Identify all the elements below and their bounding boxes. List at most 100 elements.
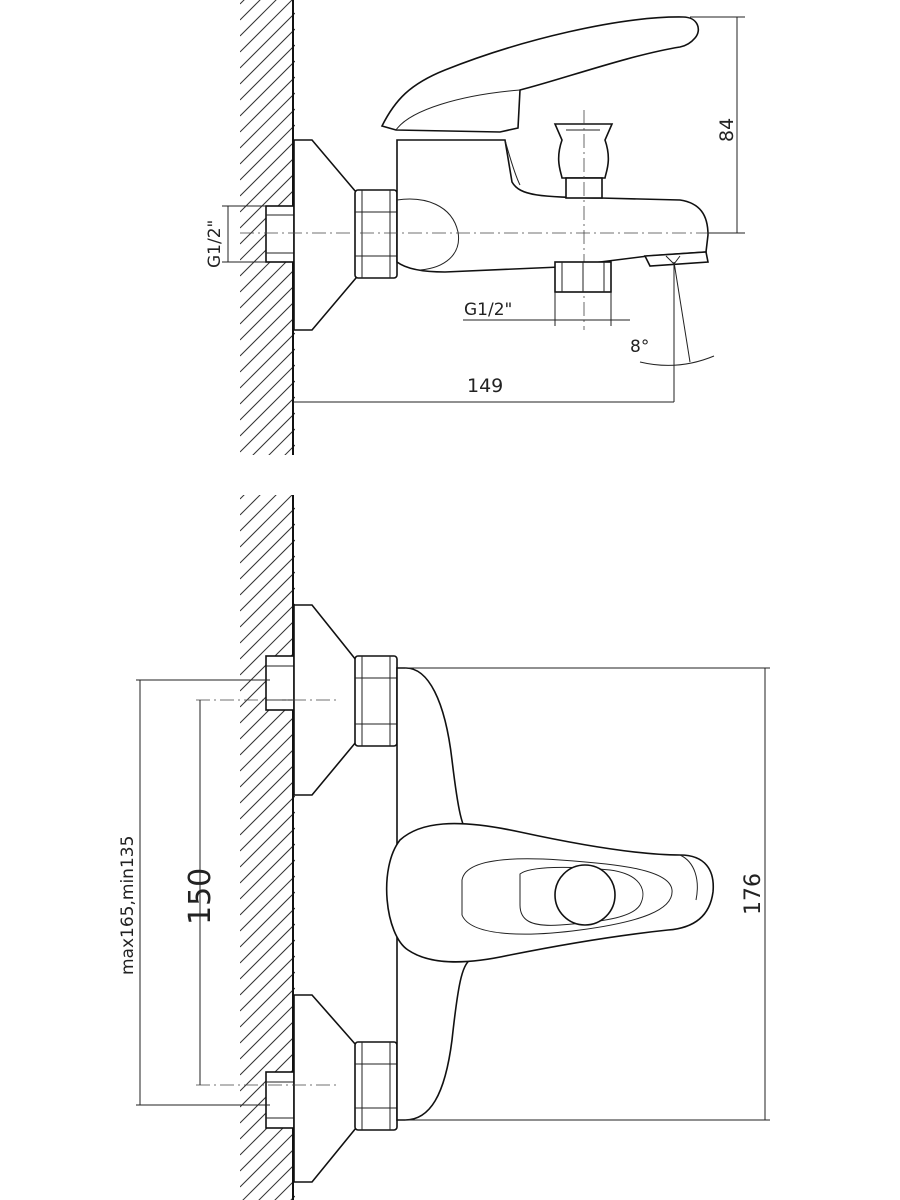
hatch-line bbox=[240, 603, 295, 660]
thread-left-label: G1/2" bbox=[205, 220, 225, 268]
dim-thread-bottom: G1/2" bbox=[463, 292, 630, 326]
hatch-line bbox=[240, 364, 295, 421]
hatch-line bbox=[274, 1179, 295, 1200]
hatch-line bbox=[240, 939, 295, 996]
hatch-line bbox=[240, 495, 245, 500]
hatch-line bbox=[240, 44, 295, 101]
hatch-line bbox=[240, 0, 245, 5]
hatch-line bbox=[284, 444, 295, 455]
outlet-nut-side bbox=[554, 261, 612, 293]
hex-nut-lower bbox=[354, 1041, 398, 1131]
diverter-knob-side bbox=[553, 110, 614, 330]
hatch-line bbox=[240, 571, 295, 628]
hatch-line bbox=[240, 284, 295, 341]
hatch-line bbox=[240, 172, 295, 229]
hatch-line bbox=[240, 891, 295, 948]
hatch-line bbox=[240, 859, 295, 916]
hatch-line bbox=[240, 971, 295, 1028]
dim-height-176: 176 bbox=[405, 667, 770, 1121]
inlet-upper bbox=[265, 604, 398, 796]
hatch-line bbox=[240, 0, 277, 37]
hatch-line bbox=[290, 1195, 295, 1200]
hatch-line bbox=[240, 412, 295, 467]
hatch-line bbox=[240, 523, 295, 580]
angle-label: 8° bbox=[630, 337, 649, 357]
hatch-line bbox=[240, 1131, 295, 1188]
hatch-line bbox=[240, 316, 295, 373]
hatch-line bbox=[240, 715, 295, 772]
hatch-line bbox=[240, 28, 295, 85]
hatch-line bbox=[240, 987, 295, 1044]
hatch-line bbox=[240, 495, 293, 548]
escutcheon-lower bbox=[293, 994, 357, 1183]
side-view: G1/2" G1/2" 84 149 8° bbox=[205, 0, 745, 455]
dim-height-84: 84 bbox=[690, 16, 745, 234]
hatch-line bbox=[240, 60, 295, 117]
hatch-line bbox=[268, 428, 295, 455]
handle-cap-circle bbox=[554, 864, 616, 926]
hatch-line bbox=[240, 843, 295, 900]
hatch-line bbox=[240, 495, 261, 516]
hatch-line bbox=[240, 907, 295, 964]
hatch-line bbox=[240, 380, 295, 437]
hatch-line bbox=[240, 92, 295, 149]
hatch-line bbox=[258, 1163, 295, 1200]
hatch-line bbox=[240, 108, 295, 165]
hatch-line bbox=[240, 300, 295, 357]
spacing-label: 150 bbox=[183, 868, 218, 925]
hatch-line bbox=[240, 747, 295, 804]
lever-handle-front bbox=[385, 822, 715, 963]
front-view: 176 150 max165,min135 bbox=[118, 380, 770, 1200]
hatch-line bbox=[240, 396, 295, 451]
height-176-label: 176 bbox=[741, 873, 766, 915]
lever-handle-side bbox=[380, 16, 700, 133]
width-label: 149 bbox=[467, 375, 503, 397]
inlet-lower bbox=[265, 994, 398, 1183]
hatch-line bbox=[240, 779, 295, 836]
hatch-line bbox=[240, 348, 295, 405]
hatch-line bbox=[240, 332, 295, 389]
dim-thread-left: G1/2" bbox=[205, 205, 266, 268]
hatch-line bbox=[240, 12, 295, 69]
dim-spacing-150: 150 bbox=[183, 700, 218, 1085]
range-label: max165,min135 bbox=[118, 836, 138, 975]
hatch-line bbox=[240, 555, 295, 612]
hatch-line bbox=[240, 587, 295, 644]
hatch-line bbox=[240, 811, 295, 868]
height-label: 84 bbox=[716, 118, 738, 142]
inlet-pipe-side bbox=[265, 205, 295, 263]
hatch-line bbox=[240, 619, 295, 676]
hatch-line bbox=[252, 412, 295, 455]
hatch-line bbox=[240, 76, 295, 133]
hatch-line bbox=[240, 495, 277, 532]
hatch-line bbox=[240, 0, 261, 21]
hatch-line bbox=[240, 140, 295, 197]
hatch-line bbox=[240, 268, 295, 325]
dim-width-149: 149 bbox=[293, 375, 674, 403]
thread-bottom-label: G1/2" bbox=[464, 300, 512, 320]
hatch-line bbox=[240, 731, 295, 788]
hex-nut-upper bbox=[354, 655, 398, 747]
hex-nut-side bbox=[354, 189, 398, 279]
hatch-line bbox=[240, 539, 295, 596]
escutcheon-side bbox=[293, 139, 357, 331]
hatch-line bbox=[240, 1003, 295, 1060]
hatch-line bbox=[240, 428, 295, 483]
dim-range: max165,min135 bbox=[118, 679, 270, 1106]
hatch-line bbox=[240, 124, 295, 181]
hatch-line bbox=[240, 1019, 295, 1076]
hatch-line bbox=[242, 1147, 295, 1200]
hatch-line bbox=[240, 827, 295, 884]
hatch-line bbox=[240, 955, 295, 1012]
hatch-line bbox=[240, 875, 295, 932]
mixer-body-side bbox=[396, 139, 709, 273]
hatch-line bbox=[240, 156, 295, 213]
hatch-line bbox=[240, 0, 293, 53]
hatch-line bbox=[240, 763, 295, 820]
hatch-line bbox=[240, 507, 295, 564]
aerator-side bbox=[639, 251, 715, 402]
hatch-line bbox=[240, 795, 295, 852]
hatch-line bbox=[240, 923, 295, 980]
hatch-line bbox=[240, 380, 295, 435]
